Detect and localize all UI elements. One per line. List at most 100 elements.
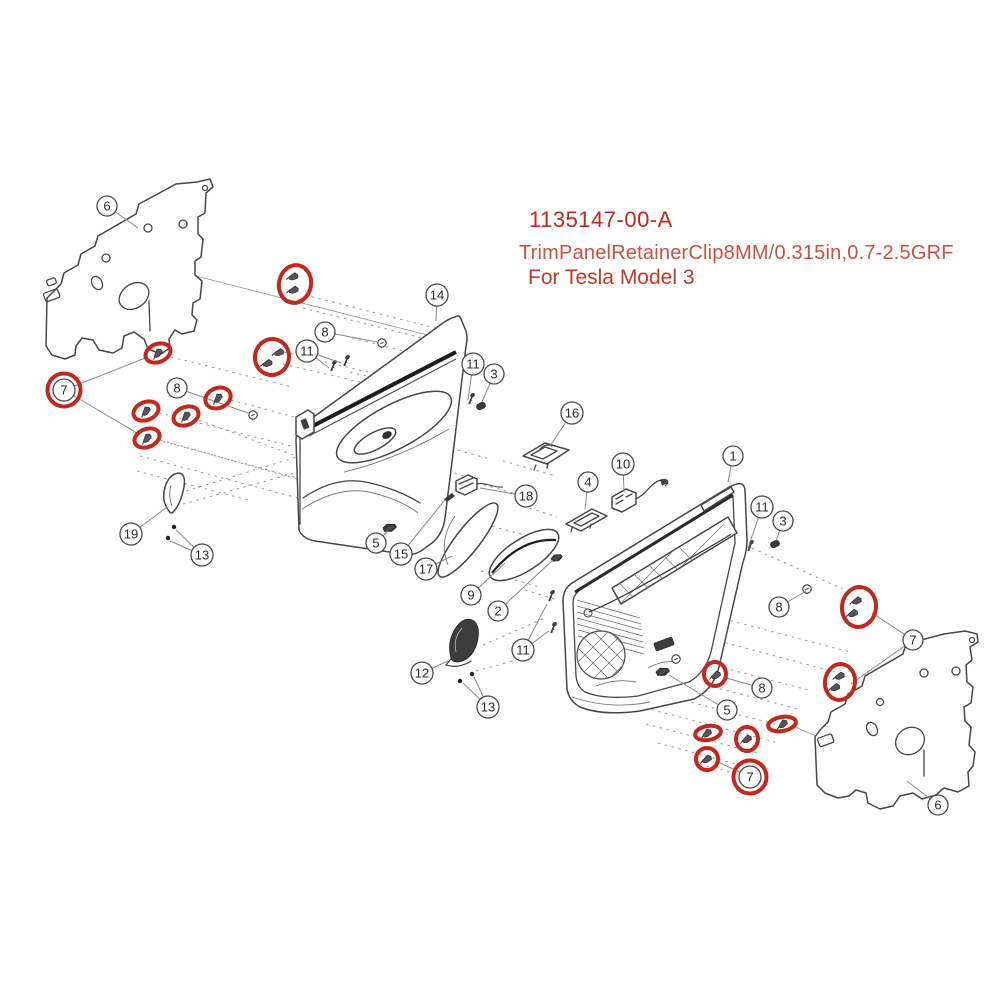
armrest-pad-9 [488, 528, 560, 582]
callout-3: 3 [483, 363, 505, 385]
retainer-clip [271, 346, 285, 359]
highlight-ellipse [131, 399, 161, 423]
fastener-dot-13 [469, 671, 475, 677]
door-trim-panel-rear [562, 482, 748, 714]
callout-7: 7 [902, 629, 924, 651]
callout-number: 13 [481, 700, 495, 715]
callout-13: 13 [476, 695, 500, 719]
callout-number: 8 [173, 381, 180, 396]
highlight-ellipse [694, 746, 720, 772]
callout-number: 10 [616, 457, 630, 472]
callout-14: 14 [425, 283, 449, 307]
leader-line [176, 387, 249, 414]
callout-3: 3 [772, 510, 794, 532]
highlight-ring [45, 371, 83, 409]
retainer-clip [740, 734, 752, 744]
highlight-ellipse [702, 660, 728, 688]
highlight-ellipse [171, 404, 201, 428]
highlight-ellipse [766, 714, 798, 734]
callout-number: 8 [321, 325, 328, 340]
callout-number: 9 [467, 588, 474, 603]
callout-number: 7 [909, 633, 916, 648]
callout-16: 16 [560, 401, 584, 425]
latch-cable-18 [444, 474, 504, 502]
callout-number: 15 [394, 547, 408, 562]
part-description-text: TrimPanelRetainerClip8MM/0.315in,0.7-2.5… [519, 242, 954, 264]
window-switch-10 [611, 478, 669, 513]
retainer-clip [285, 284, 300, 296]
callout-number: 2 [494, 604, 501, 619]
callout-15: 15 [389, 542, 413, 566]
callout-1: 1 [722, 445, 744, 467]
highlight-ellipse [203, 385, 233, 411]
insulation-panel-top-left [42, 178, 214, 360]
callout-2: 2 [487, 600, 509, 622]
highlight-ellipses [131, 263, 879, 772]
callout-number: 8 [775, 600, 782, 615]
leader-line [668, 674, 728, 711]
screw-11 [341, 352, 353, 367]
callout-number: 4 [584, 475, 591, 490]
retainer-clip [699, 727, 713, 740]
callout-7: 7 [45, 371, 83, 409]
part-fitment-text: For Tesla Model 3 [528, 266, 695, 289]
retainer-clip [827, 682, 841, 693]
retainer-clip [137, 405, 153, 419]
leader-line [850, 639, 914, 685]
callout-number: 8 [758, 681, 765, 696]
callout-4: 4 [577, 471, 599, 493]
clip-3 [769, 539, 781, 549]
callout-number: 6 [103, 199, 110, 214]
callout-number: 14 [430, 288, 444, 303]
clip-3 [475, 401, 487, 411]
callout-19: 19 [119, 522, 143, 546]
callout-5: 5 [365, 532, 387, 554]
armrest-substrate-17 [437, 502, 499, 578]
callout-number: 5 [372, 536, 379, 551]
grommet-8 [246, 408, 260, 422]
tweeter-grille-12 [445, 618, 479, 667]
callout-number: 5 [723, 703, 730, 718]
fastener-dot-13 [457, 678, 463, 684]
callout-number: 3 [779, 514, 786, 529]
retainer-clip [832, 670, 846, 682]
leader-line [63, 389, 138, 434]
callout-9: 9 [460, 584, 482, 606]
retainer-clip [259, 357, 274, 370]
callout-number: 7 [60, 383, 67, 398]
highlight-ellipse [839, 585, 879, 629]
highlight-ellipse [734, 725, 760, 753]
callout-number: 11 [755, 500, 769, 515]
callout-number: 18 [519, 489, 533, 504]
retainer-clip [285, 270, 300, 283]
highlight-ring [731, 758, 769, 796]
callout-number: 12 [415, 666, 429, 681]
callout-6: 6 [927, 794, 949, 816]
callout-11: 11 [461, 352, 485, 376]
highlight-ellipse [693, 723, 723, 743]
callout-6: 6 [96, 195, 118, 217]
callout-number: 7 [746, 770, 753, 785]
mirror-trim-19 [162, 472, 186, 514]
callout-number: 19 [124, 527, 138, 542]
small-parts [162, 336, 814, 684]
insulation-panel-bottom-right [814, 630, 979, 810]
callout-number: 17 [419, 562, 433, 577]
callout-number: 13 [195, 548, 209, 563]
fastener-dot-13 [165, 535, 171, 541]
callout-5: 5 [716, 699, 738, 721]
retainer-clip [849, 595, 863, 607]
callout-number: 6 [934, 798, 941, 813]
leader-line [63, 356, 149, 391]
callout-number: 11 [466, 357, 480, 372]
door-trim-panel-front [295, 315, 468, 556]
part-number-text: 1135147-00-A [529, 207, 673, 232]
retainer-clip [700, 754, 712, 764]
highlight-ellipse [132, 426, 162, 450]
callout-8: 8 [314, 321, 336, 343]
callout-number: 1 [729, 449, 736, 464]
callout-number: 16 [565, 406, 579, 421]
callout-18: 18 [514, 484, 538, 508]
